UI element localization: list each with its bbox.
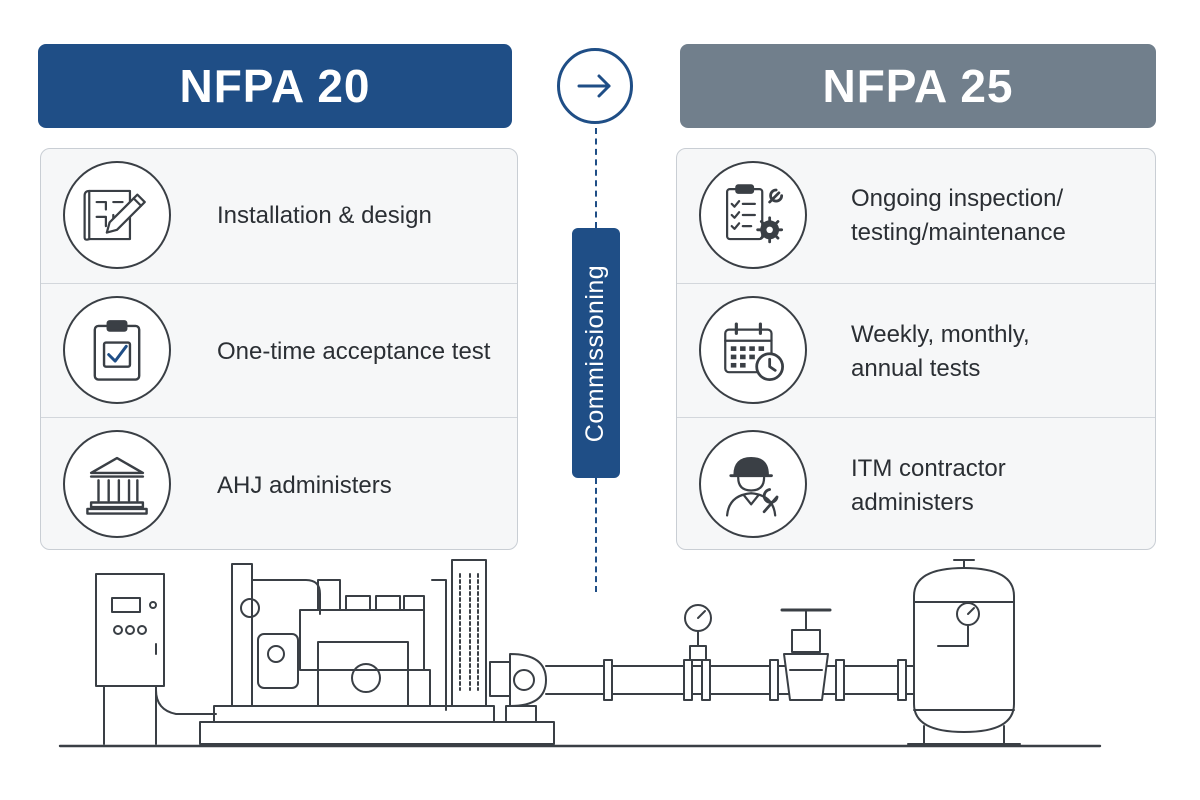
row-label-line-2: testing/maintenance [851,219,1066,246]
pressure-gauge-icon [684,604,712,661]
diesel-engine-icon [199,559,555,745]
dashed-connector-top [595,128,597,228]
row-text: ITM contractor administers [851,452,1139,520]
checklist-wrench-gear-icon [699,161,807,269]
list-item: Ongoing inspection/ testing/maintenance [677,149,1155,283]
list-item: ITM contractor administers [677,417,1155,549]
list-item: Installation & design [41,149,517,283]
nfpa-20-header: NFPA 20 [38,44,512,128]
gate-valve-icon [780,608,832,701]
row-label-line-1: ITM contractor [851,455,1006,482]
row-label-line-2: administers [851,489,974,516]
commissioning-badge: Commissioning [572,228,620,478]
nfpa-20-panel: Installation & design One-time acceptanc… [40,148,518,550]
list-item: One-time acceptance test [41,283,517,418]
pressure-tank-icon [907,559,1021,745]
fire-pump-illustration [58,559,1102,748]
row-label-line-1: Weekly, monthly, [851,321,1030,348]
row-label-line-1: Ongoing inspection/ [851,185,1064,212]
row-text: Weekly, monthly, annual tests [851,318,1139,386]
nfpa-25-panel: Ongoing inspection/ testing/maintenance … [676,148,1156,550]
row-label: One-time acceptance test [217,338,491,365]
fire-pump-icon [489,653,547,723]
government-building-icon [63,430,171,538]
pump-controller-icon [95,573,217,745]
row-text: Installation & design [217,199,501,233]
row-text: AHJ administers [217,469,501,503]
row-label: Installation & design [217,202,432,229]
clipboard-check-icon [63,296,171,404]
list-item: Weekly, monthly, annual tests [677,283,1155,418]
blueprint-pencil-icon [63,161,171,269]
row-label-line-2: annual tests [851,355,981,382]
row-text: One-time acceptance test [217,335,501,369]
row-label: AHJ administers [217,472,392,499]
arrow-right-icon [557,48,633,124]
discharge-pipe-icon [545,659,921,701]
worker-wrench-icon [699,430,807,538]
dashed-connector-bottom [595,478,597,592]
nfpa-25-header: NFPA 25 [680,44,1156,128]
commissioning-label: Commissioning [581,264,610,442]
list-item: AHJ administers [41,417,517,549]
calendar-clock-icon [699,296,807,404]
row-text: Ongoing inspection/ testing/maintenance [851,182,1139,250]
